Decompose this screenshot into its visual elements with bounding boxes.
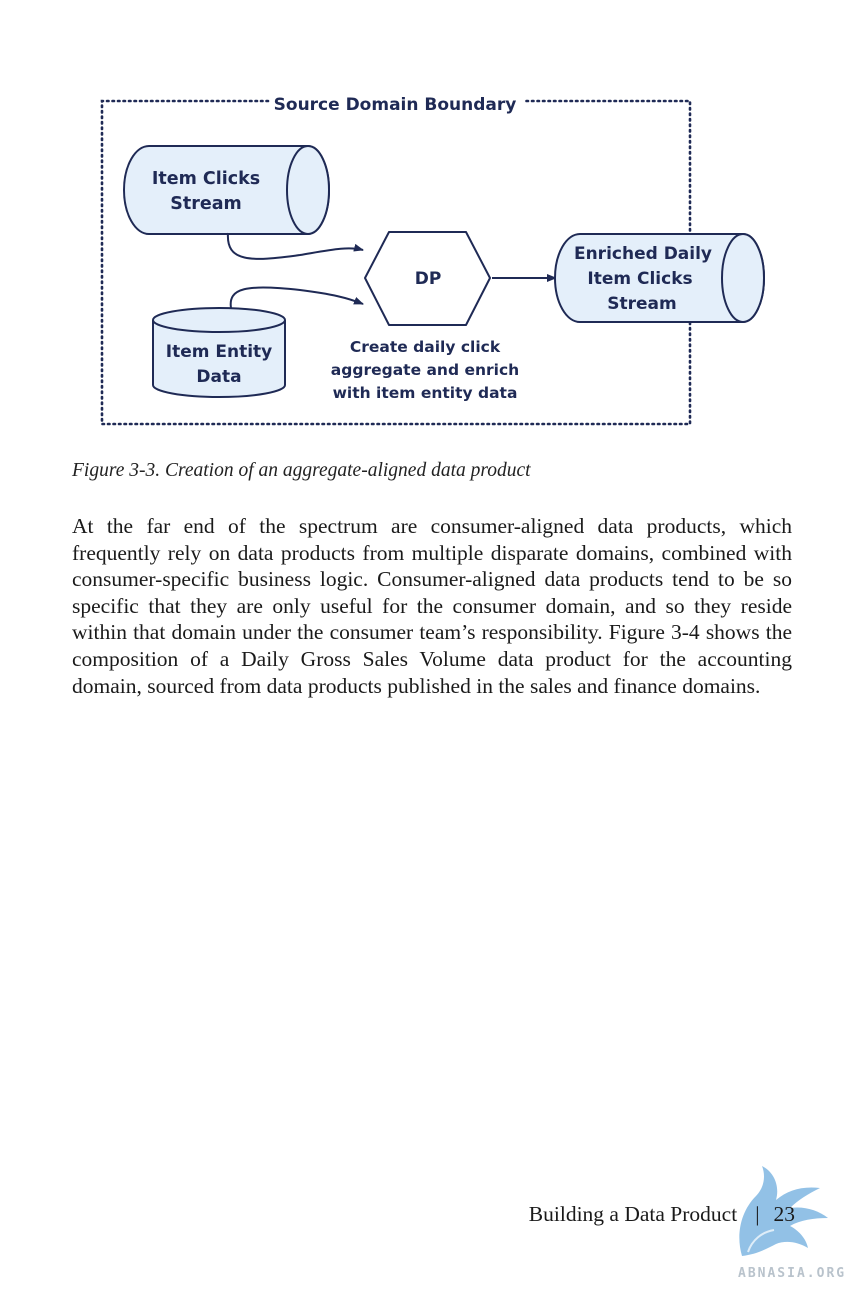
figure-diagram: Source Domain Boundary Item Clicks Strea… bbox=[100, 95, 765, 426]
enriched-label-line1: Enriched Daily bbox=[574, 244, 712, 264]
item-entity-label-line1: Item Entity bbox=[166, 342, 273, 362]
item-clicks-label-line1: Item Clicks bbox=[152, 169, 260, 189]
body-paragraph: At the far end of the spectrum are consu… bbox=[72, 514, 792, 698]
bird-logo-icon bbox=[739, 1166, 828, 1256]
page-footer: Building a Data Product | 23 bbox=[400, 1202, 795, 1227]
figure-caption: Figure 3-3. Creation of an aggregate-ali… bbox=[72, 460, 531, 481]
enriched-label-line2: Item Clicks bbox=[587, 269, 692, 289]
dp-label: DP bbox=[415, 269, 442, 289]
connector-item-clicks-to-dp bbox=[226, 232, 364, 260]
page-number: 23 bbox=[773, 1202, 796, 1226]
connector-item-entity-to-dp bbox=[229, 286, 364, 309]
dp-description-line3: with item entity data bbox=[333, 384, 518, 402]
enriched-stream-node: Enriched Daily Item Clicks Stream bbox=[554, 233, 765, 323]
watermark-text: ABNASIA.ORG bbox=[738, 1266, 847, 1281]
dp-description-line2: aggregate and enrich bbox=[331, 361, 519, 379]
footer-separator: | bbox=[755, 1202, 760, 1226]
item-entity-data-node: Item Entity Data bbox=[152, 307, 286, 398]
dp-node: DP bbox=[364, 231, 491, 326]
item-entity-label-line2: Data bbox=[196, 367, 241, 387]
domain-boundary bbox=[100, 99, 692, 426]
footer-section-title: Building a Data Product bbox=[528, 1202, 738, 1226]
dp-description-line1: Create daily click bbox=[350, 338, 501, 356]
boundary-label: Source Domain Boundary bbox=[274, 95, 517, 115]
item-clicks-label-line2: Stream bbox=[170, 194, 242, 214]
item-clicks-stream-node: Item Clicks Stream bbox=[123, 145, 330, 235]
enriched-label-line3: Stream bbox=[607, 294, 676, 314]
